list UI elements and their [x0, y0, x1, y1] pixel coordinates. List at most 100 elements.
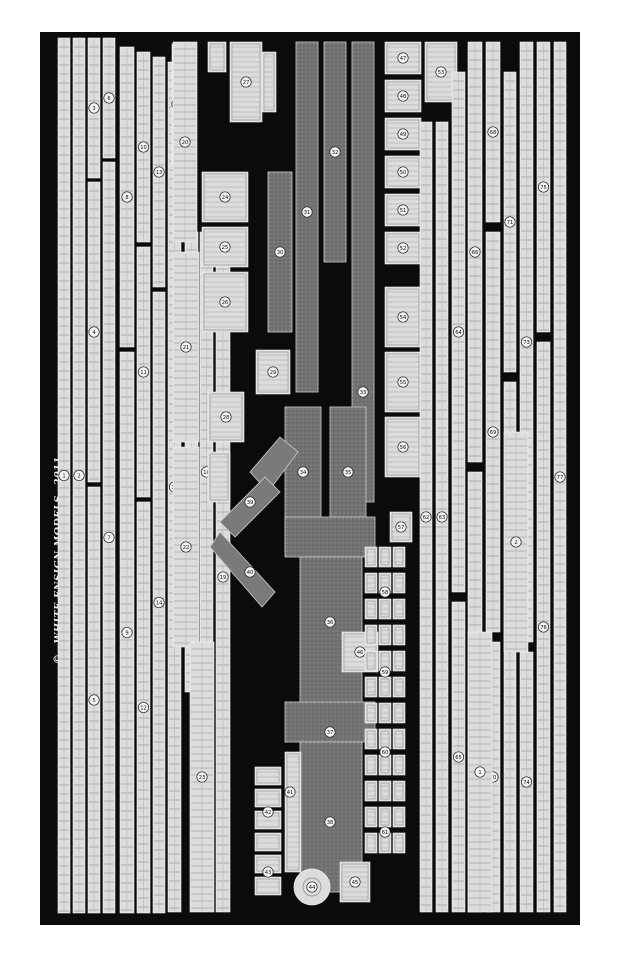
bollard-part — [392, 702, 406, 724]
part-number-label: 50 — [397, 166, 409, 178]
svg-text:22: 22 — [183, 545, 190, 551]
part-number-label: 29 — [267, 366, 279, 378]
svg-text:38: 38 — [327, 820, 334, 826]
svg-text:46: 46 — [357, 650, 364, 656]
part-number-label: 65 — [452, 751, 465, 763]
bollard-part — [364, 702, 378, 724]
svg-text:23: 23 — [199, 775, 206, 781]
svg-text:55: 55 — [400, 380, 407, 386]
part-number-label: 28 — [220, 411, 232, 423]
svg-text:48: 48 — [400, 94, 407, 100]
part-number-label: 58 — [379, 586, 391, 598]
part-number-label: 35 — [342, 466, 354, 478]
bollard-part — [378, 624, 392, 646]
part-number-label: 42 — [262, 806, 274, 818]
svg-text:56: 56 — [400, 445, 407, 451]
bollard-part — [364, 728, 378, 750]
fitting-part — [424, 41, 458, 103]
svg-text:71: 71 — [507, 220, 514, 226]
part-number-label: 56 — [397, 441, 409, 453]
svg-text:30: 30 — [277, 250, 284, 256]
railing-part: 2 — [72, 37, 86, 914]
svg-text:49: 49 — [400, 132, 407, 138]
fitting-part — [207, 41, 227, 73]
svg-text:41: 41 — [287, 790, 294, 796]
svg-text:62: 62 — [423, 515, 430, 521]
svg-text:13: 13 — [156, 170, 163, 176]
railing-part: 21 — [172, 251, 200, 443]
bollard-part — [392, 806, 406, 828]
railing-part: 65 — [451, 601, 466, 913]
bollard-part — [364, 676, 378, 698]
svg-text:40: 40 — [247, 570, 254, 576]
bollard-part — [364, 546, 378, 568]
svg-text:70: 70 — [490, 775, 497, 781]
svg-text:64: 64 — [455, 330, 462, 336]
svg-text:59: 59 — [382, 670, 389, 676]
part-number-label: 76 — [537, 621, 550, 633]
fitting-part — [254, 876, 282, 896]
bollard-part — [392, 546, 406, 568]
railing-part: 6 — [102, 37, 116, 159]
part-number-label: 40 — [244, 566, 256, 578]
railing-part: 63 — [435, 121, 449, 913]
part-number-label: 75 — [537, 181, 550, 193]
fitting-part — [384, 193, 422, 227]
part-number-label: 9 — [121, 626, 133, 639]
svg-text:3: 3 — [92, 106, 95, 112]
railing-part: 66 — [467, 41, 483, 463]
svg-text:20: 20 — [182, 140, 189, 146]
svg-text:54: 54 — [400, 315, 407, 321]
railing-part: 1 — [467, 631, 493, 913]
fitting-part — [207, 451, 231, 503]
bollard-part — [364, 572, 378, 594]
svg-text:33: 33 — [360, 390, 367, 396]
svg-text:1: 1 — [62, 474, 65, 480]
railing-part: 68 — [485, 41, 501, 223]
svg-text:24: 24 — [222, 195, 229, 201]
railing-part: 1 — [57, 37, 71, 914]
railing-part: 2 — [503, 431, 529, 653]
part-number-label: 45 — [349, 876, 361, 888]
svg-text:61: 61 — [382, 830, 389, 836]
bollard-part — [392, 728, 406, 750]
svg-text:75: 75 — [540, 185, 547, 191]
part-number-label: 23 — [196, 771, 208, 783]
bollard-part — [364, 624, 378, 646]
svg-text:11: 11 — [140, 370, 147, 376]
bollard-part — [392, 780, 406, 802]
svg-text:32: 32 — [332, 150, 339, 156]
svg-text:50: 50 — [400, 170, 407, 176]
svg-text:57: 57 — [398, 525, 405, 531]
svg-text:28: 28 — [223, 415, 230, 421]
part-number-label: 3 — [88, 102, 100, 114]
part-number-label: 31 — [301, 206, 313, 218]
railing-part: 77 — [553, 41, 567, 913]
svg-text:10: 10 — [140, 145, 147, 151]
bollard-part — [378, 676, 392, 698]
railing-part: 8 — [119, 46, 135, 348]
svg-text:58: 58 — [382, 590, 389, 596]
part-number-label: 2 — [73, 469, 85, 482]
railing-part: 10 — [136, 51, 151, 243]
railing-part: 7 — [102, 161, 116, 914]
svg-text:2: 2 — [514, 540, 517, 546]
part-number-label: 22 — [180, 541, 192, 553]
svg-text:4: 4 — [92, 330, 96, 336]
svg-text:60: 60 — [382, 750, 389, 756]
bollard-part — [364, 832, 378, 854]
railing-part: 23 — [189, 641, 215, 913]
bollard-part — [364, 598, 378, 620]
bollard-part — [364, 806, 378, 828]
part-number-label: 27 — [240, 76, 252, 88]
railing-part: 14 — [152, 291, 166, 914]
part-number-label: 7 — [103, 531, 115, 544]
part-number-label: 1 — [58, 469, 70, 482]
ladder-part — [284, 751, 302, 873]
svg-text:1: 1 — [478, 770, 481, 776]
railing-part: 19 — [215, 241, 231, 913]
part-number-label: 20 — [179, 136, 191, 148]
part-number-label: 43 — [262, 866, 274, 878]
part-number-label: 71 — [504, 216, 516, 228]
railing-part: 76 — [536, 341, 551, 913]
